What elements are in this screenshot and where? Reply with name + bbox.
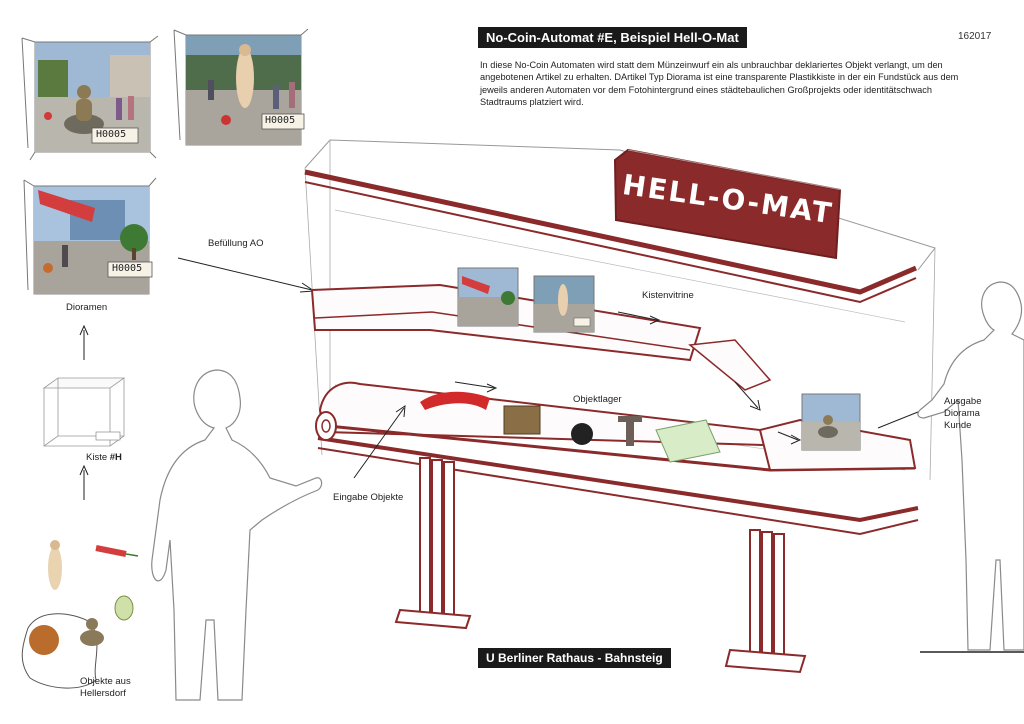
walnut-icon <box>29 625 59 655</box>
arrow-befuellung <box>177 257 313 291</box>
vitrine-diorama-2 <box>533 275 595 333</box>
person-right-silhouette <box>917 281 1024 651</box>
page-title: No-Coin-Automat #E, Beispiel Hell-O-Mat <box>478 27 747 48</box>
project-code: 162017 <box>958 31 992 42</box>
vitrine-diorama-1 <box>457 267 519 327</box>
station-label: U Berliner Rathaus - Bahnsteig <box>478 648 671 668</box>
person-left-silhouette <box>151 369 323 701</box>
label-kiste-number: #H <box>109 452 122 463</box>
madonna-figure-icon <box>48 546 62 590</box>
label-kistenvitrine: Kistenvitrine <box>642 290 694 301</box>
note-item-icon <box>655 419 721 463</box>
box-tag-2: H0005 <box>265 115 296 126</box>
empty-box-sketch <box>42 377 126 447</box>
label-ausgabe-line3: Kunde <box>944 420 972 431</box>
firecracker-item-icon <box>420 391 490 410</box>
diorama-box-madonna <box>173 28 309 146</box>
apple-core-icon <box>114 595 134 621</box>
label-eingabe: Eingabe Objekte <box>333 492 404 503</box>
diorama-box-firecracker <box>23 177 157 295</box>
label-kiste-prefix: Kiste <box>86 452 110 463</box>
label-ausgabe-line1: Ausgabe <box>944 396 982 407</box>
label-objektlager: Objektlager <box>573 394 622 405</box>
arrow-eingabe <box>353 407 405 479</box>
firecracker-icon <box>95 545 127 557</box>
box-tag-1: H0005 <box>96 129 127 140</box>
hell-o-mat-sign <box>613 148 843 260</box>
label-objekte-line1: Objekte aus <box>80 676 131 687</box>
objects-group <box>21 540 139 689</box>
screw-item-icon <box>626 420 634 446</box>
diorama-box-buddha <box>21 35 159 161</box>
photo-item-icon <box>503 405 541 435</box>
label-dioramen: Dioramen <box>66 302 108 313</box>
conveyor-items <box>420 391 721 463</box>
output-diorama <box>801 393 861 451</box>
label-objekte-line2: Hellersdorf <box>80 688 126 699</box>
arrow-objektlager <box>454 381 495 389</box>
knob-item-icon <box>571 423 593 445</box>
label-ausgabe-line2: Diorama <box>944 408 980 419</box>
label-kiste: Kiste #H <box>86 452 122 463</box>
box-tag-3: H0005 <box>112 263 143 274</box>
buddha-figure-icon <box>80 630 104 646</box>
description-text: In diese No-Coin Automaten wird statt de… <box>480 60 959 107</box>
label-befuellung: Befüllung AO <box>208 238 264 249</box>
